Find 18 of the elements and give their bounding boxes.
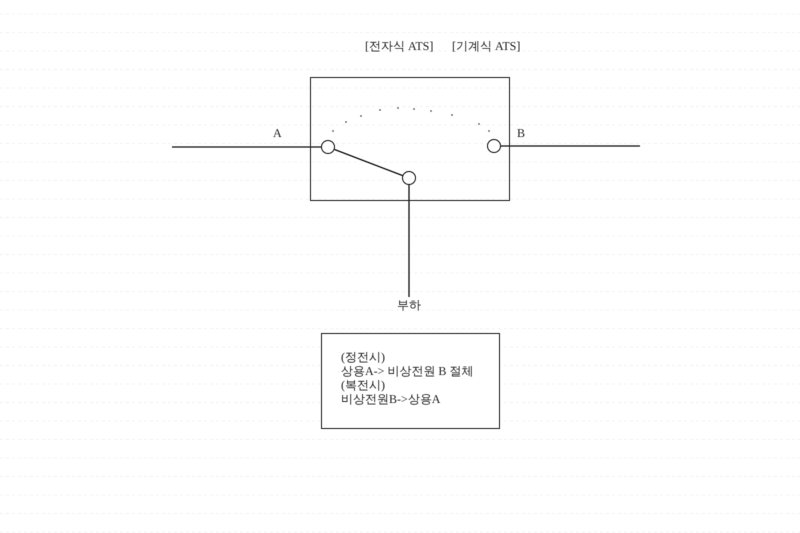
switch-contact xyxy=(321,140,335,154)
note-text: 비상전원B->상용A xyxy=(341,392,442,406)
note-text: (정전시) xyxy=(341,350,386,364)
note-text: 상용A-> 비상전원 B 절체 xyxy=(341,364,474,378)
wire xyxy=(408,185,410,297)
wire xyxy=(501,145,640,147)
heading-text: [기계식 ATS] xyxy=(452,38,520,55)
wire xyxy=(334,148,403,176)
wire xyxy=(172,146,321,148)
ats-switch-box xyxy=(310,77,510,201)
terminal-label: A xyxy=(273,126,282,141)
note-box xyxy=(321,333,500,429)
heading-text: [전자식 ATS] xyxy=(365,38,434,55)
terminal-label: B xyxy=(517,126,526,141)
note-text: (복전시) xyxy=(341,378,386,392)
switch-contact xyxy=(402,171,416,185)
load-label: 부하 xyxy=(390,297,428,313)
switch-contact xyxy=(487,139,501,153)
